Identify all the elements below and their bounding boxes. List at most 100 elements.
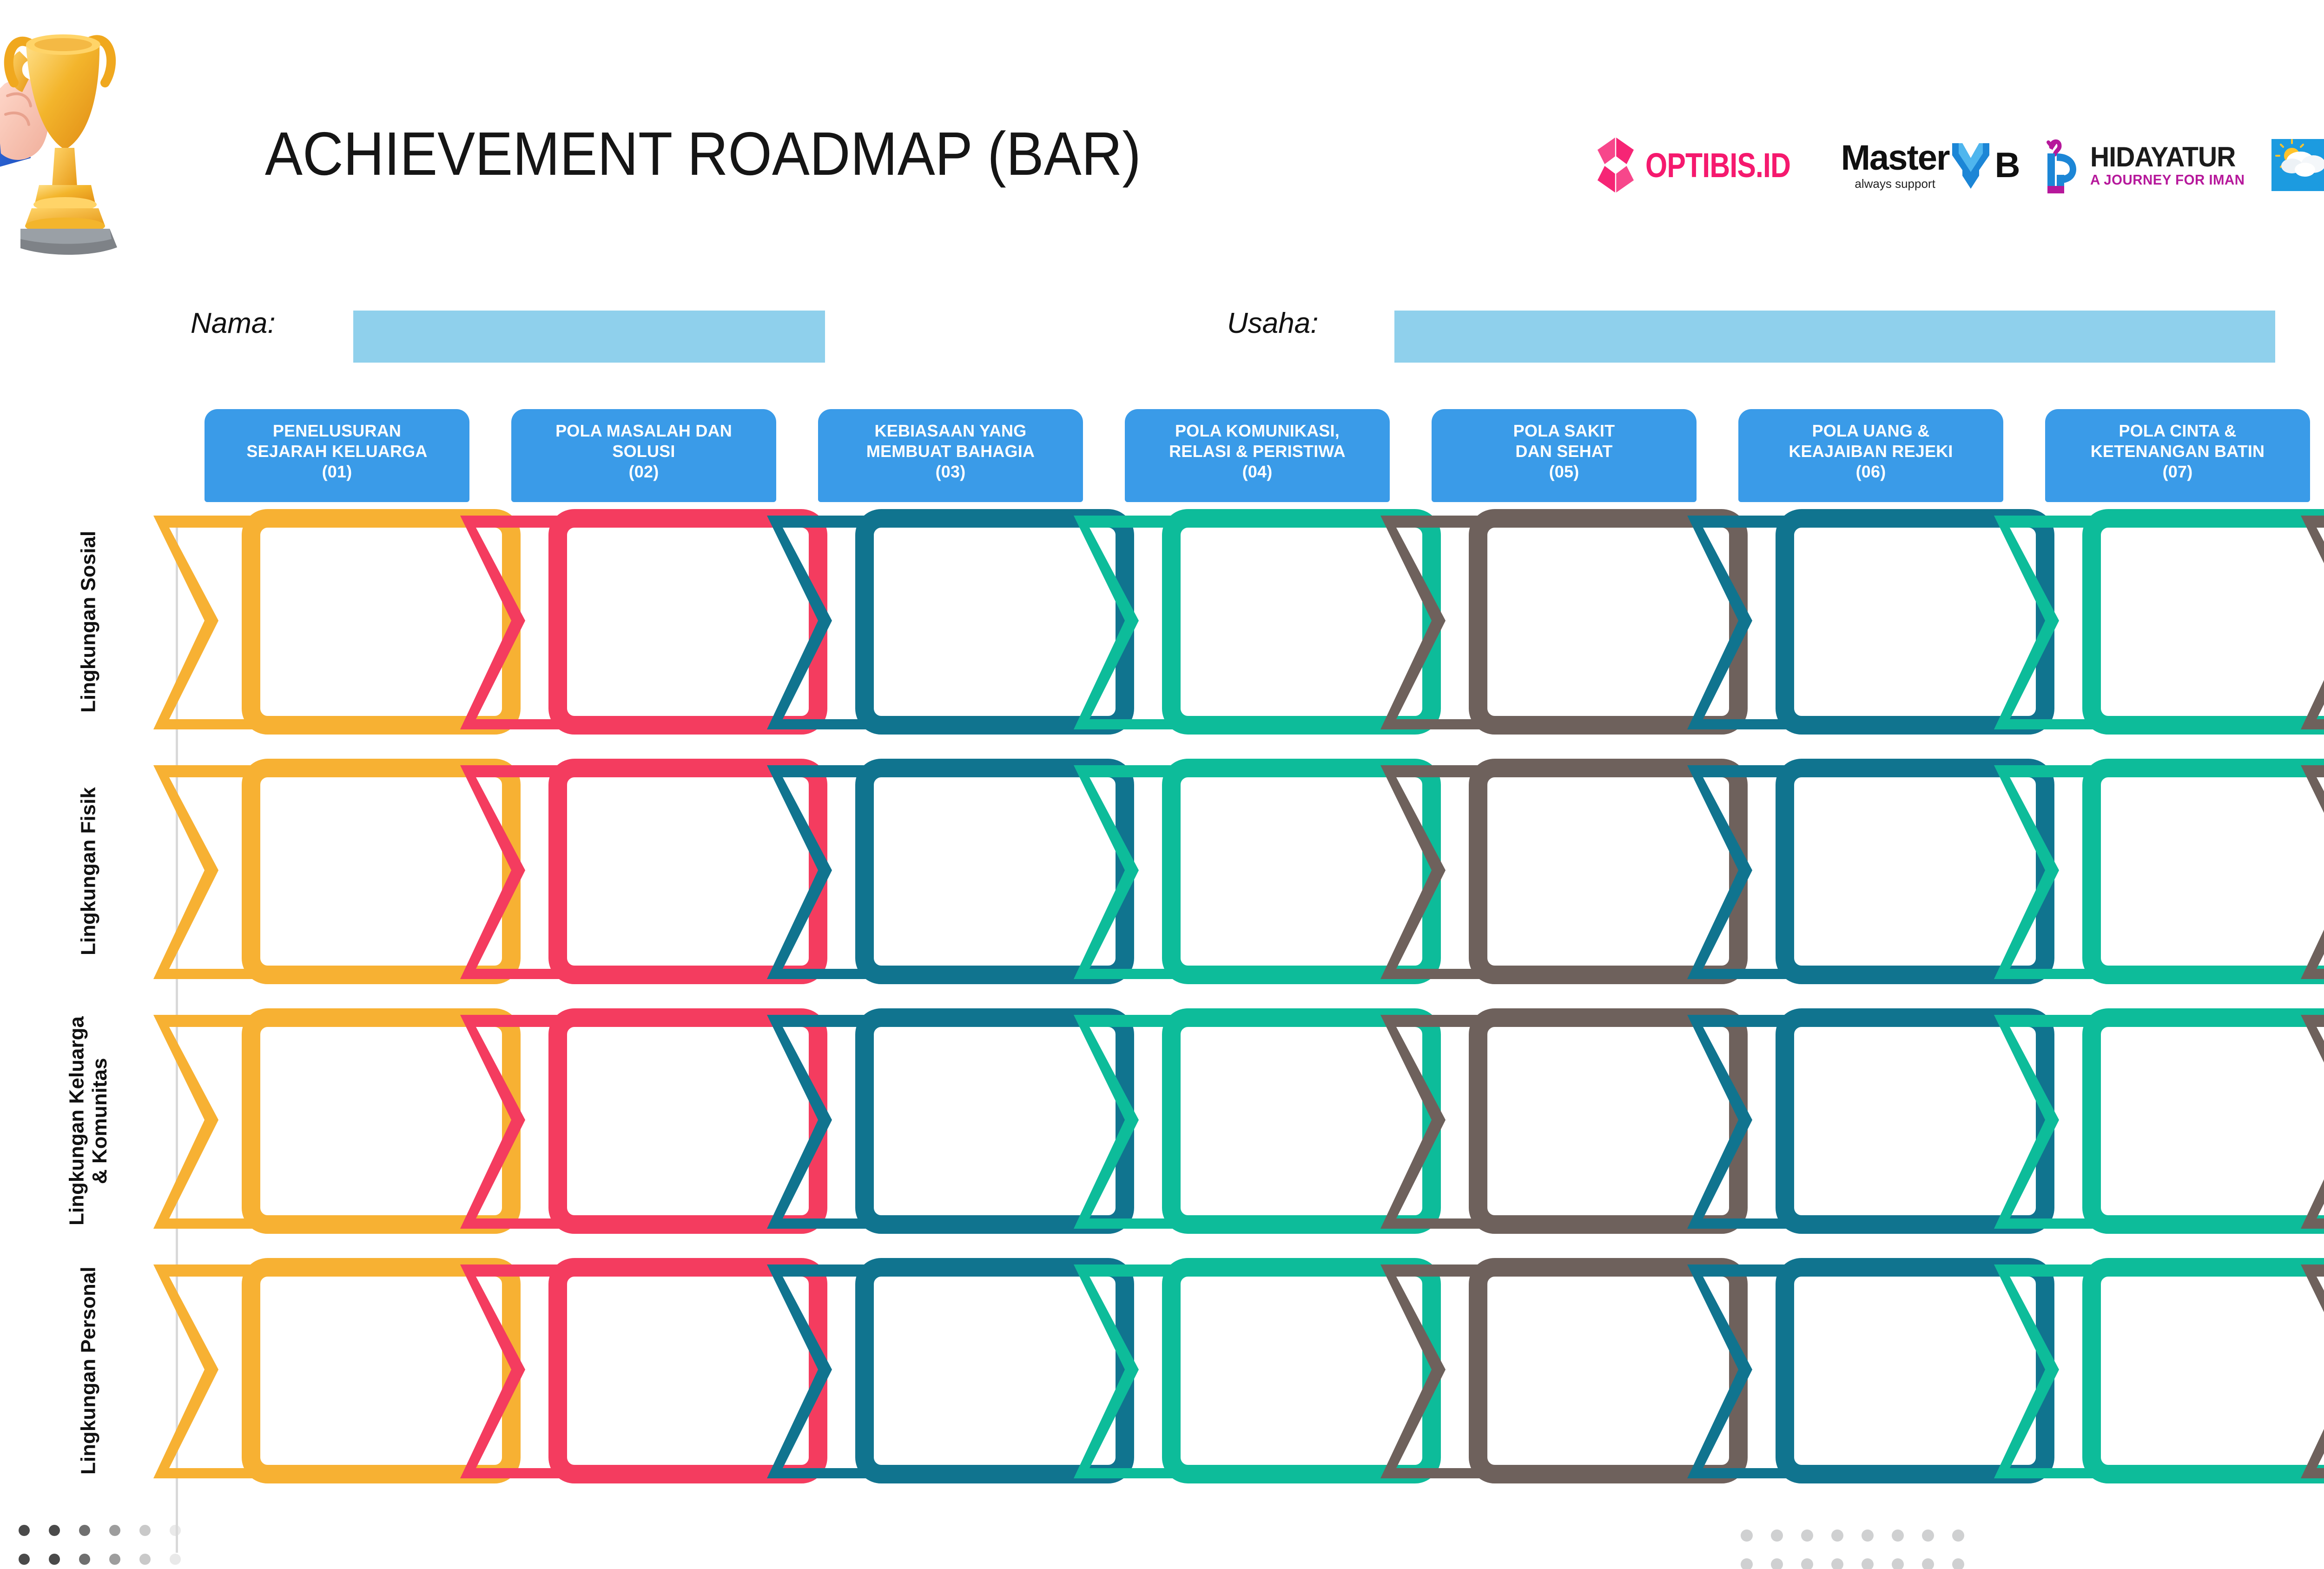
dot [1892, 1558, 1904, 1569]
cell-r2-c06[interactable] [1683, 759, 2054, 984]
dot [1862, 1529, 1874, 1542]
cell-r3-c07[interactable] [1989, 1008, 2324, 1234]
cell-input-r1-c02[interactable] [548, 509, 827, 735]
cell-r4-c01[interactable] [149, 1258, 521, 1483]
cell-r1-c02[interactable] [456, 509, 827, 735]
cell-input-r3-c07[interactable] [2082, 1008, 2324, 1234]
chevron-ribbon-icon [1994, 765, 2106, 979]
dot [1741, 1558, 1753, 1569]
cell-r4-c05[interactable] [1376, 1258, 1748, 1483]
cell-r2-c08[interactable] [2296, 759, 2324, 984]
cell-r4-c03[interactable] [762, 1258, 1134, 1483]
chevron-ribbon-icon [153, 765, 265, 979]
cell-r3-c03[interactable] [762, 1008, 1134, 1234]
trophy-in-hand-icon [0, 34, 117, 255]
column-header-05[interactable]: POLA SAKIT DAN SEHAT (05) [1432, 409, 1697, 502]
usaha-input[interactable] [1394, 311, 2275, 363]
page-title: ACHIEVEMENT ROADMAP (BAR) [265, 119, 1141, 188]
chevron-ribbon-icon [153, 516, 265, 729]
dot-grid-decoration-bottom-left [19, 1525, 200, 1569]
cell-r4-c06[interactable] [1683, 1258, 2054, 1483]
cell-input-r2-c06[interactable] [1776, 759, 2054, 984]
chevron-ribbon-icon [1687, 765, 1799, 979]
hidayatur-logo: HIDAYATUR A JOURNEY FOR IMAN [2039, 130, 2253, 200]
cell-r1-c05[interactable] [1376, 509, 1748, 735]
master-b-letter: B [1994, 145, 2020, 185]
column-header-06[interactable]: POLA UANG & KEAJAIBAN REJEKI (06) [1738, 409, 2003, 502]
mytravelink-banner-icon: myTraveLink -We Organize Almost Everythi… [2271, 139, 2324, 191]
dot [19, 1525, 30, 1536]
cell-input-r3-c03[interactable] [855, 1008, 1134, 1234]
dot [109, 1525, 120, 1536]
cell-r3-c06[interactable] [1683, 1008, 2054, 1234]
cell-r2-c01[interactable] [149, 759, 521, 984]
dot [139, 1525, 151, 1536]
cell-input-r3-c06[interactable] [1776, 1008, 2054, 1234]
nama-input[interactable] [353, 311, 825, 363]
cell-r2-c03[interactable] [762, 759, 1134, 984]
cell-r4-c08[interactable] [2296, 1258, 2324, 1483]
cell-input-r4-c02[interactable] [548, 1258, 827, 1483]
cell-r3-c08[interactable] [2296, 1008, 2324, 1234]
cell-input-r2-c01[interactable] [242, 759, 521, 984]
cell-input-r4-c03[interactable] [855, 1258, 1134, 1483]
dot [109, 1554, 120, 1565]
chevron-ribbon-icon [1074, 765, 1185, 979]
column-header-07[interactable]: POLA CINTA & KETENANGAN BATIN (07) [2045, 409, 2310, 502]
cell-r1-c01[interactable] [149, 509, 521, 735]
left-axis-divider [176, 516, 178, 1553]
chevron-ribbon-icon [460, 765, 572, 979]
cell-input-r4-c06[interactable] [1776, 1258, 2054, 1483]
cell-r1-c04[interactable] [1069, 509, 1441, 735]
cell-input-r2-c07[interactable] [2082, 759, 2324, 984]
chevron-ribbon-icon [1687, 1015, 1799, 1229]
chevron-ribbon-icon [767, 1015, 878, 1229]
cell-r2-c07[interactable] [1989, 759, 2324, 984]
dot [1892, 1529, 1904, 1542]
chevron-ribbon-icon [2301, 1015, 2324, 1229]
chevron-ribbon-icon [1380, 516, 1492, 729]
hidayatur-mosque-icon [2046, 139, 2076, 193]
cell-input-r1-c07[interactable] [2082, 509, 2324, 735]
cell-input-r1-c06[interactable] [1776, 509, 2054, 735]
mytravelink-logo: myTraveLink -We Organize Almost Everythi… [2271, 139, 2324, 191]
optibis-wordmark: OPTIBIS.ID [1645, 146, 1791, 185]
column-header-02[interactable]: POLA MASALAH DAN SOLUSI (02) [511, 409, 776, 502]
cell-r4-c07[interactable] [1989, 1258, 2324, 1483]
cell-input-r4-c07[interactable] [2082, 1258, 2324, 1483]
cell-r1-c07[interactable] [1989, 509, 2324, 735]
chevron-ribbon-icon [460, 1015, 572, 1229]
cell-input-r3-c04[interactable] [1162, 1008, 1441, 1234]
cell-input-r3-c05[interactable] [1469, 1008, 1748, 1234]
cell-r3-c01[interactable] [149, 1008, 521, 1234]
master-wordmark: Master [1841, 138, 1950, 178]
chevron-ribbon-icon [1994, 1264, 2106, 1478]
cell-input-r1-c01[interactable] [242, 509, 521, 735]
column-header-01[interactable]: PENELUSURAN SEJARAH KELUARGA (01) [205, 409, 469, 502]
hidayatur-wordmark: HIDAYATUR [2090, 141, 2236, 173]
chevron-ribbon-icon [1380, 1264, 1492, 1478]
master-tagline: always support [1855, 177, 1935, 191]
hidayatur-tagline: A JOURNEY FOR IMAN [2090, 172, 2245, 188]
cell-input-r2-c03[interactable] [855, 759, 1134, 984]
cell-input-r1-c05[interactable] [1469, 509, 1748, 735]
dot [49, 1554, 60, 1565]
column-header-04[interactable]: POLA KOMUNIKASI, RELASI & PERISTIWA (04) [1125, 409, 1390, 502]
column-header-03[interactable]: KEBIASAAN YANG MEMBUAT BAHAGIA (03) [818, 409, 1083, 502]
chevron-ribbon-icon [1994, 1015, 2106, 1229]
cell-input-r4-c01[interactable] [242, 1258, 521, 1483]
dot [19, 1554, 30, 1565]
dot [1771, 1558, 1783, 1569]
cell-r3-c05[interactable] [1376, 1008, 1748, 1234]
cell-input-r3-c01[interactable] [242, 1008, 521, 1234]
chevron-ribbon-icon [1074, 1015, 1185, 1229]
dot-grid-decoration-bottom-center [1741, 1529, 1982, 1569]
cell-r4-c02[interactable] [456, 1258, 827, 1483]
chevron-ribbon-icon [1994, 516, 2106, 729]
chevron-ribbon-icon [460, 1264, 572, 1478]
optibis-gem-icon [1596, 137, 1635, 193]
cell-r3-c04[interactable] [1069, 1008, 1441, 1234]
cell-r1-c08[interactable] [2296, 509, 2324, 735]
cell-r1-c06[interactable] [1683, 509, 2054, 735]
